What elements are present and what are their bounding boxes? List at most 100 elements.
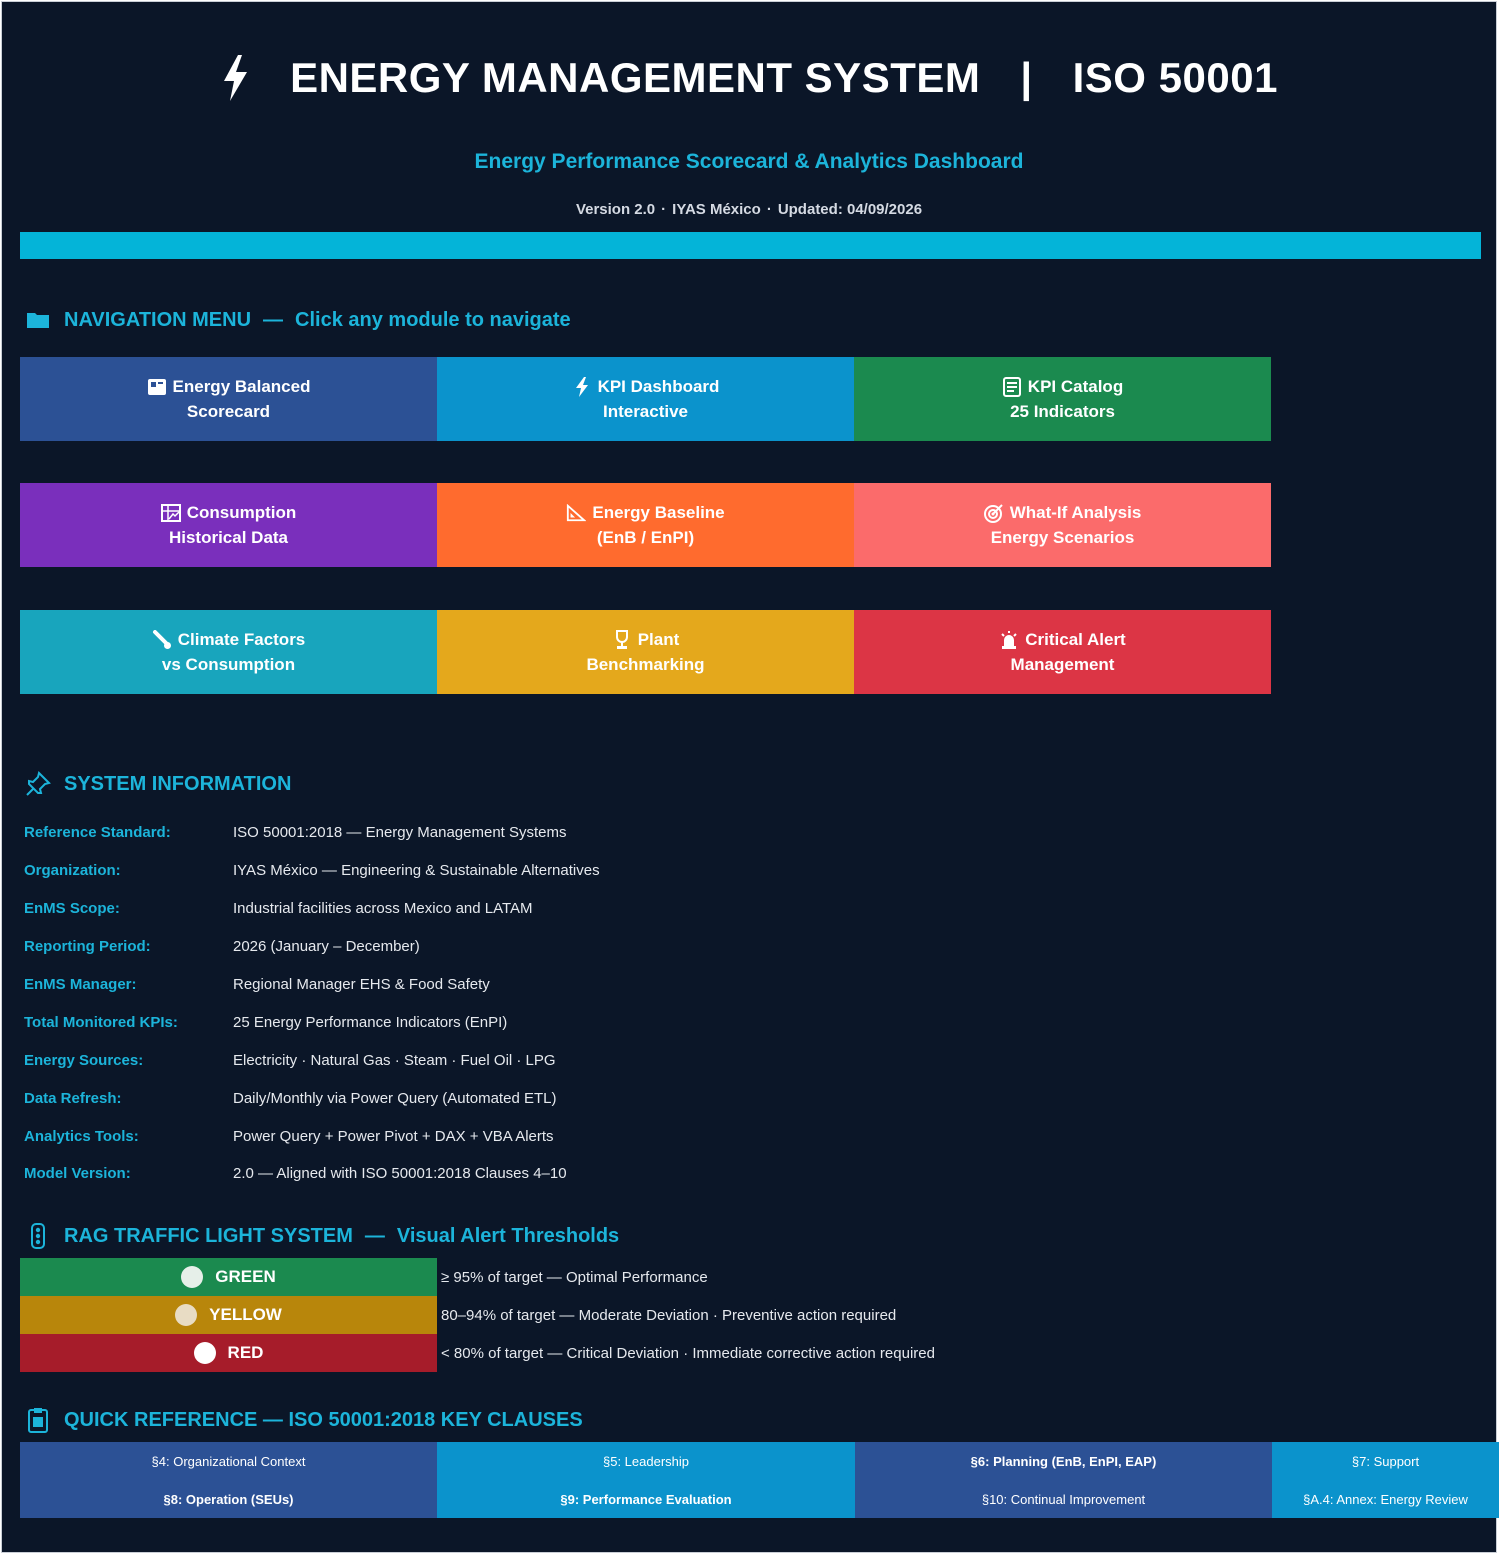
version-text: Version 2.0 xyxy=(575,201,656,218)
rag-section-title: RAG TRAFFIC LIGHT SYSTEM — Visual Alert … xyxy=(24,1222,619,1250)
info-label: Model Version: xyxy=(24,1164,131,1182)
nav-tile-what-if-analysis[interactable]: What-If Analysis Energy Scenarios xyxy=(854,483,1271,567)
target-icon xyxy=(983,503,1004,523)
lightning-icon xyxy=(220,55,250,101)
rag-dash: — xyxy=(364,1224,385,1247)
nav-tile-line1: KPI Dashboard xyxy=(597,377,720,396)
clause-9[interactable]: §9: Performance Evaluation xyxy=(560,1491,732,1507)
nav-section-title: NAVIGATION MENU — Click any module to na… xyxy=(24,306,571,334)
alarm-icon xyxy=(999,630,1019,650)
info-value: IYAS México — Engineering & Sustainable … xyxy=(233,861,600,879)
clause-5[interactable]: §5: Leadership xyxy=(602,1453,689,1469)
nav-tile-energy-baseline[interactable]: Energy Baseline (EnB / EnPI) xyxy=(437,483,854,567)
nav-tile-line1: What-If Analysis xyxy=(1009,503,1142,522)
info-value: 2.0 — Aligned with ISO 50001:2018 Clause… xyxy=(233,1164,567,1182)
info-value: 2026 (January – December) xyxy=(233,937,420,955)
info-label: Analytics Tools: xyxy=(24,1127,139,1145)
nav-dash: — xyxy=(263,308,284,331)
info-row: Energy Sources: Electricity · Natural Gas… xyxy=(24,1045,924,1075)
info-label: Organization: xyxy=(24,861,121,879)
info-value: Power Query + Power Pivot + DAX + VBA Al… xyxy=(233,1127,554,1145)
nav-tile-energy-balanced-scorecard[interactable]: Energy Balanced Scorecard xyxy=(20,357,437,441)
info-value: Daily/Monthly via Power Query (Automated… xyxy=(233,1089,557,1107)
page-title: ENERGY MANAGEMENT SYSTEM | ISO 50001 xyxy=(2,50,1496,106)
folder-icon xyxy=(24,306,52,334)
info-label: Energy Sources: xyxy=(24,1051,144,1069)
nav-tile-line2: Energy Scenarios xyxy=(990,528,1135,547)
info-row: Reference Standard:ISO 50001:2018 — Ener… xyxy=(24,817,924,847)
info-row: Analytics Tools: Power Query + Power Pivo… xyxy=(24,1121,924,1151)
quick-ref-column: §6: Planning (EnB, EnPI, EAP) §10: Conti… xyxy=(855,1442,1272,1518)
header-accent-bar xyxy=(20,232,1481,259)
title-right: ISO 50001 xyxy=(1072,54,1278,101)
rag-hint: Visual Alert Thresholds xyxy=(396,1224,620,1247)
yellow-circle-icon xyxy=(175,1304,198,1326)
nav-tile-critical-alert[interactable]: Critical Alert Management xyxy=(854,610,1271,694)
clause-annex-a4[interactable]: §A.4: Annex: Energy Review xyxy=(1303,1491,1468,1507)
rag-label: GREEN xyxy=(215,1267,276,1286)
quick-ref-title: QUICK REFERENCE — ISO 50001:2018 KEY CLA… xyxy=(64,1408,583,1431)
nav-row: Climate Factors vs Consumption Plant Ben… xyxy=(20,610,1271,694)
rag-description: 80–94% of target — Moderate Deviation · … xyxy=(441,1306,897,1324)
info-label: EnMS Scope: xyxy=(24,899,120,917)
nav-tile-line2: Scorecard xyxy=(186,402,271,421)
rag-description: < 80% of target — Critical Deviation · I… xyxy=(441,1344,935,1362)
clause-4[interactable]: §4: Organizational Context xyxy=(151,1453,306,1469)
rag-swatch: GREEN xyxy=(20,1258,437,1296)
info-value: Electricity · Natural Gas · Steam · Fuel… xyxy=(233,1051,556,1069)
title-left: ENERGY MANAGEMENT SYSTEM xyxy=(290,54,981,101)
info-label: Data Refresh: xyxy=(24,1089,122,1107)
nav-tile-line2: Historical Data xyxy=(168,528,289,547)
nav-title: NAVIGATION MENU xyxy=(64,308,252,331)
red-circle-icon xyxy=(193,1342,216,1364)
nav-tile-line2: 25 Indicators xyxy=(1010,402,1115,421)
info-value: Regional Manager EHS & Food Safety xyxy=(233,975,490,993)
rag-row-yellow: YELLOW 80–94% of target — Moderate Devia… xyxy=(20,1296,896,1334)
rag-swatch: RED xyxy=(20,1334,437,1372)
clause-10[interactable]: §10: Continual Improvement xyxy=(981,1491,1146,1507)
clause-8[interactable]: §8: Operation (SEUs) xyxy=(163,1491,294,1507)
rag-title: RAG TRAFFIC LIGHT SYSTEM xyxy=(64,1224,353,1247)
nav-tile-kpi-catalog[interactable]: KPI Catalog 25 Indicators xyxy=(854,357,1271,441)
traffic-light-icon xyxy=(24,1222,52,1250)
rag-swatch: YELLOW xyxy=(20,1296,437,1334)
nav-tile-line1: Critical Alert xyxy=(1025,630,1126,649)
nav-tile-plant-benchmarking[interactable]: Plant Benchmarking xyxy=(437,610,854,694)
scorecard-icon xyxy=(147,377,167,397)
info-label: Reference Standard: xyxy=(24,823,171,841)
thermometer-icon xyxy=(152,629,172,650)
nav-tile-climate-factors[interactable]: Climate Factors vs Consumption xyxy=(20,610,437,694)
pushpin-icon xyxy=(24,770,52,798)
title-separator: | xyxy=(1020,54,1033,101)
info-row: EnMS Manager:Regional Manager EHS & Food… xyxy=(24,969,924,999)
rag-label: YELLOW xyxy=(209,1305,282,1324)
rag-row-green: GREEN ≥ 95% of target — Optimal Performa… xyxy=(20,1258,708,1296)
nav-hint: Click any module to navigate xyxy=(295,308,571,331)
nav-tile-line1: Climate Factors xyxy=(177,630,306,649)
nav-tile-line2: Management xyxy=(1010,655,1115,674)
nav-tile-line2: (EnB / EnPI) xyxy=(596,528,695,547)
info-row: Total Monitored KPIs:25 Energy Performan… xyxy=(24,1007,924,1037)
green-circle-icon xyxy=(181,1266,204,1288)
nav-tile-line1: Plant xyxy=(637,630,680,649)
lightning-icon xyxy=(572,376,592,397)
system-info-title: SYSTEM INFORMATION xyxy=(64,772,292,795)
clipboard-icon xyxy=(24,1406,52,1434)
nav-tile-line1: Energy Balanced xyxy=(172,377,311,396)
nav-tile-line2: Interactive xyxy=(602,402,689,421)
quick-ref-column: §4: Organizational Context §8: Operation… xyxy=(20,1442,437,1518)
version-line: Version 2.0·IYAS México·Updated: 04/09/2… xyxy=(2,201,1496,218)
nav-tile-line1: KPI Catalog xyxy=(1027,377,1124,396)
info-label: Reporting Period: xyxy=(24,937,151,955)
rag-row-red: RED < 80% of target — Critical Deviation… xyxy=(20,1334,935,1372)
separator-dot: · xyxy=(766,201,772,218)
clause-7[interactable]: §7: Support xyxy=(1351,1453,1420,1469)
info-row: Data Refresh: Daily/Monthly via Power Que… xyxy=(24,1083,924,1113)
clause-6[interactable]: §6: Planning (EnB, EnPI, EAP) xyxy=(970,1453,1157,1469)
nav-tile-line2: vs Consumption xyxy=(161,655,296,674)
nav-tile-consumption[interactable]: Consumption Historical Data xyxy=(20,483,437,567)
nav-tile-kpi-dashboard[interactable]: KPI Dashboard Interactive xyxy=(437,357,854,441)
nav-tile-line1: Consumption xyxy=(186,503,297,522)
page-subtitle: Energy Performance Scorecard & Analytics… xyxy=(474,150,1024,173)
